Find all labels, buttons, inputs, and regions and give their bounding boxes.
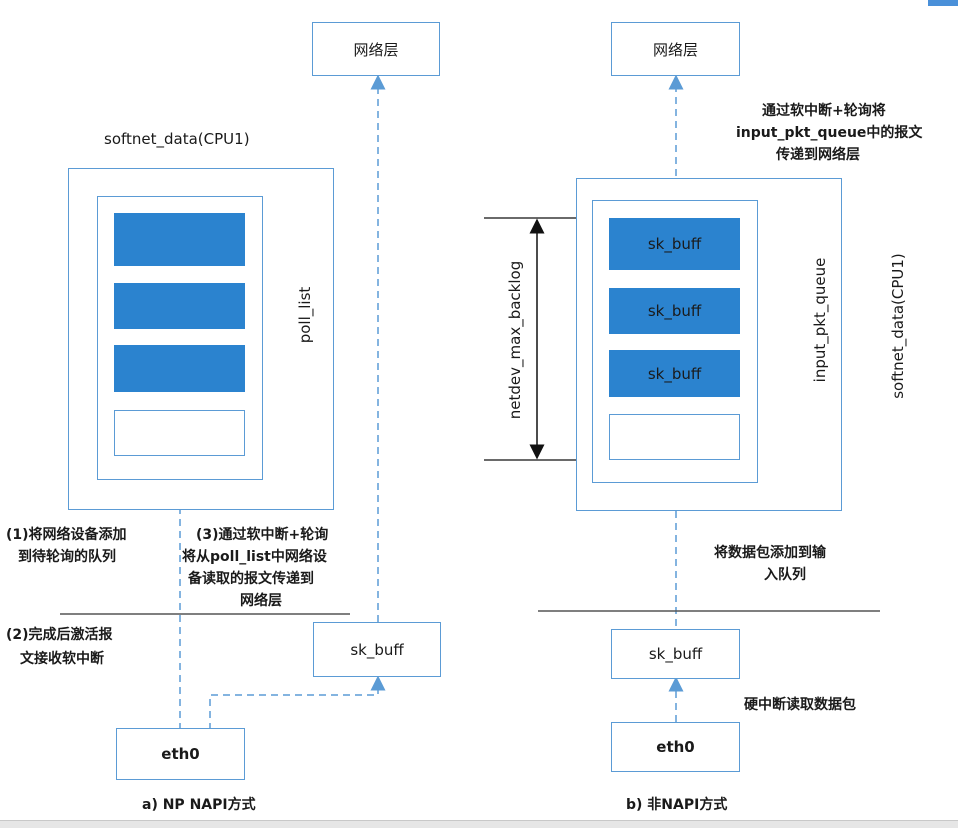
right-queue-item-1: sk_buff	[609, 218, 740, 270]
left-network-layer-label: 网络层	[353, 40, 399, 59]
right-softnet-title: softnet_data(CPU1)	[889, 253, 907, 399]
top-bar-accent	[928, 0, 958, 6]
right-caption: b) 非NAPI方式	[626, 797, 728, 813]
right-transfer-note-line2: input_pkt_queue中的报文	[736, 125, 923, 141]
left-caption: a) NP NAPI方式	[142, 797, 256, 813]
left-poll-list-label: poll_list	[296, 286, 314, 344]
left-poll-item-2	[114, 283, 245, 329]
left-sk-buff-box: sk_buff	[313, 622, 441, 677]
right-network-layer-label: 网络层	[652, 40, 698, 59]
right-enqueue-note-line2: 入队列	[764, 567, 806, 583]
right-sk-buff-label: sk_buff	[648, 645, 703, 663]
left-step1-line1: (1)将网络设备添加	[6, 527, 127, 543]
left-sk-buff-label: sk_buff	[350, 640, 404, 659]
left-poll-item-empty	[114, 410, 245, 456]
left-step3-line2: 将从poll_list中网络设	[182, 549, 327, 565]
left-network-layer-box: 网络层	[312, 22, 440, 76]
left-step1-line2: 到待轮询的队列	[18, 549, 116, 565]
right-queue-item-empty	[609, 414, 740, 460]
left-poll-item-3	[114, 345, 245, 392]
right-hw-interrupt-note: 硬中断读取数据包	[744, 697, 856, 713]
left-step3-line3: 备读取的报文传递到	[188, 571, 314, 587]
top-bar	[0, 0, 958, 6]
right-queue-item-3: sk_buff	[609, 350, 740, 397]
left-eth0-label: eth0	[161, 745, 200, 763]
left-softnet-title: softnet_data(CPU1)	[104, 130, 250, 148]
right-input-queue-label: input_pkt_queue	[811, 257, 829, 383]
right-transfer-note-line3: 传递到网络层	[776, 147, 860, 163]
right-queue-item-2: sk_buff	[609, 288, 740, 334]
right-queue-item-1-label: sk_buff	[647, 235, 702, 253]
left-step3-line1: (3)通过软中断+轮询	[196, 527, 329, 543]
left-eth0-box: eth0	[116, 728, 245, 780]
right-eth0-label: eth0	[656, 738, 695, 756]
arrow-eth0-to-skbuff	[209, 675, 386, 730]
right-sk-buff-box: sk_buff	[611, 629, 740, 679]
right-queue-item-3-label: sk_buff	[647, 364, 702, 383]
right-eth0-box: eth0	[611, 722, 740, 772]
right-backlog-label: netdev_max_backlog	[506, 260, 524, 420]
right-enqueue-note-line1: 将数据包添加到输	[714, 545, 826, 561]
right-queue-item-2-label: sk_buff	[647, 302, 702, 320]
right-network-layer-box: 网络层	[611, 22, 740, 76]
left-poll-item-1	[114, 213, 245, 266]
right-transfer-note-line1: 通过软中断+轮询将	[762, 103, 886, 119]
left-step3-line4: 网络层	[240, 593, 282, 609]
bottom-bar	[0, 820, 958, 828]
left-step2-line1: (2)完成后激活报	[6, 627, 113, 643]
left-step2-line2: 文接收软中断	[20, 651, 104, 667]
